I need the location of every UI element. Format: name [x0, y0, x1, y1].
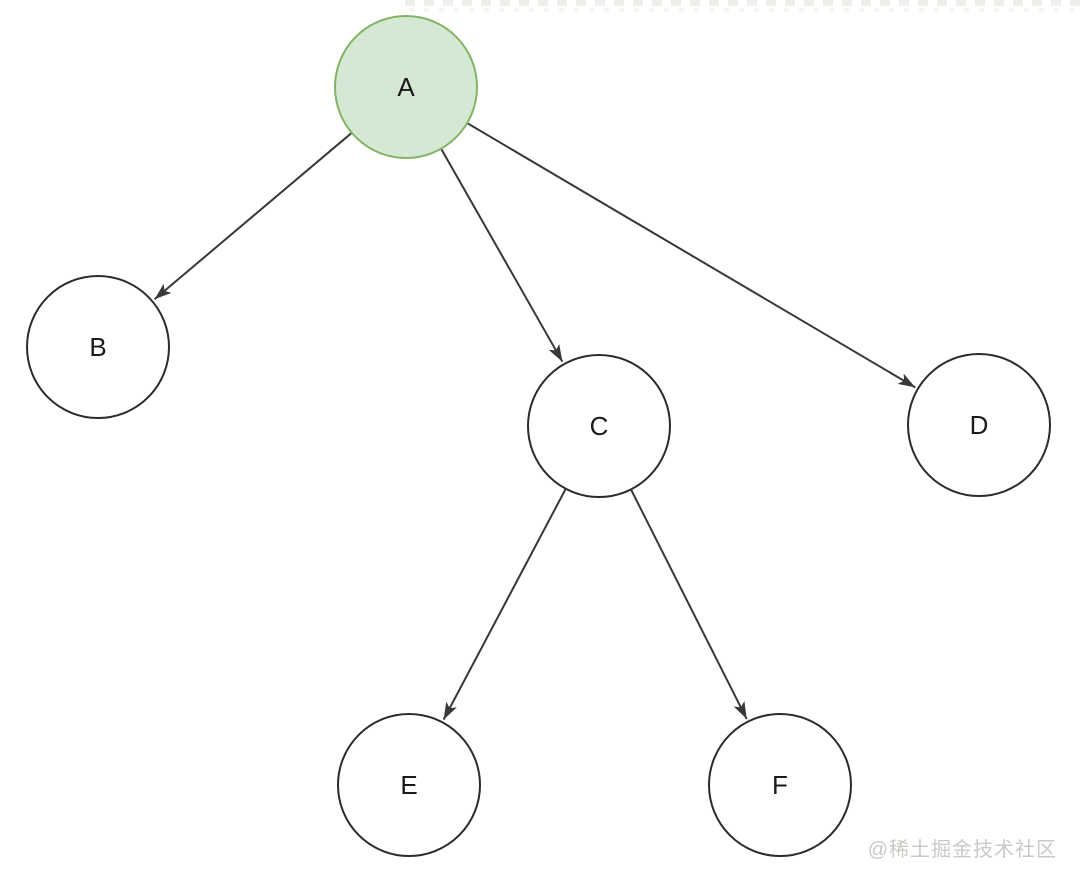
- node-label-F: F: [772, 770, 788, 800]
- edge-C-E: [442, 488, 567, 721]
- top-watermark-fragments: [405, 0, 1080, 12]
- node-label-B: B: [89, 332, 106, 362]
- edges-layer: [153, 122, 916, 721]
- node-A: A: [334, 15, 478, 159]
- node-circle-B: [26, 275, 170, 419]
- node-circle-F: [708, 713, 852, 857]
- node-C: C: [527, 354, 671, 498]
- node-label-A: A: [397, 72, 415, 102]
- node-circle-C: [527, 354, 671, 498]
- node-label-E: E: [400, 770, 417, 800]
- node-label-C: C: [590, 411, 609, 441]
- node-circle-A: [334, 15, 478, 159]
- node-F: F: [708, 713, 852, 857]
- node-circle-E: [337, 713, 481, 857]
- node-label-D: D: [970, 410, 989, 440]
- edge-A-B: [153, 132, 353, 301]
- edge-A-D: [466, 122, 916, 389]
- bottom-watermark: @稀土掘金技术社区: [867, 839, 1057, 861]
- node-circle-D: [907, 353, 1051, 497]
- edge-A-C: [440, 148, 564, 363]
- node-E: E: [337, 713, 481, 857]
- nodes-layer: A B C D E F: [26, 15, 1051, 857]
- node-B: B: [26, 275, 170, 419]
- edge-C-F: [630, 488, 748, 720]
- node-D: D: [907, 353, 1051, 497]
